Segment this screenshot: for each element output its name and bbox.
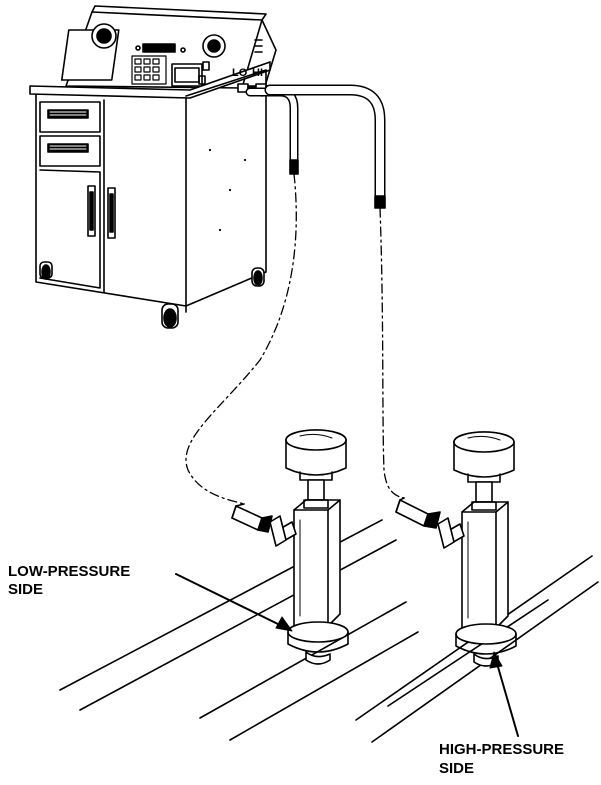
high-side-coupler — [395, 497, 441, 529]
left-dial-icon — [91, 23, 117, 49]
high-pressure-arrow — [489, 651, 519, 737]
low-side-pipe — [59, 519, 419, 741]
high-pressure-label-line2: SIDE — [439, 760, 475, 777]
low-side-service-valve — [231, 429, 349, 665]
low-pressure-arrow — [175, 573, 293, 632]
low-pressure-label-line1: LOW-PRESSURE — [8, 563, 131, 580]
high-pressure-label-line1: HIGH-PRESSURE — [439, 741, 565, 758]
lo-port-label: LO — [232, 67, 248, 79]
hi-port-label: HI — [252, 67, 263, 79]
keypad — [131, 55, 167, 85]
low-side-coupler — [231, 503, 273, 533]
low-pressure-label-line2: SIDE — [8, 581, 44, 598]
right-dial-icon — [202, 34, 226, 58]
caster-wheels — [39, 261, 265, 329]
high-pressure-hose — [264, 84, 405, 499]
test-console-cart — [29, 5, 277, 329]
high-side-service-valve — [395, 431, 517, 667]
